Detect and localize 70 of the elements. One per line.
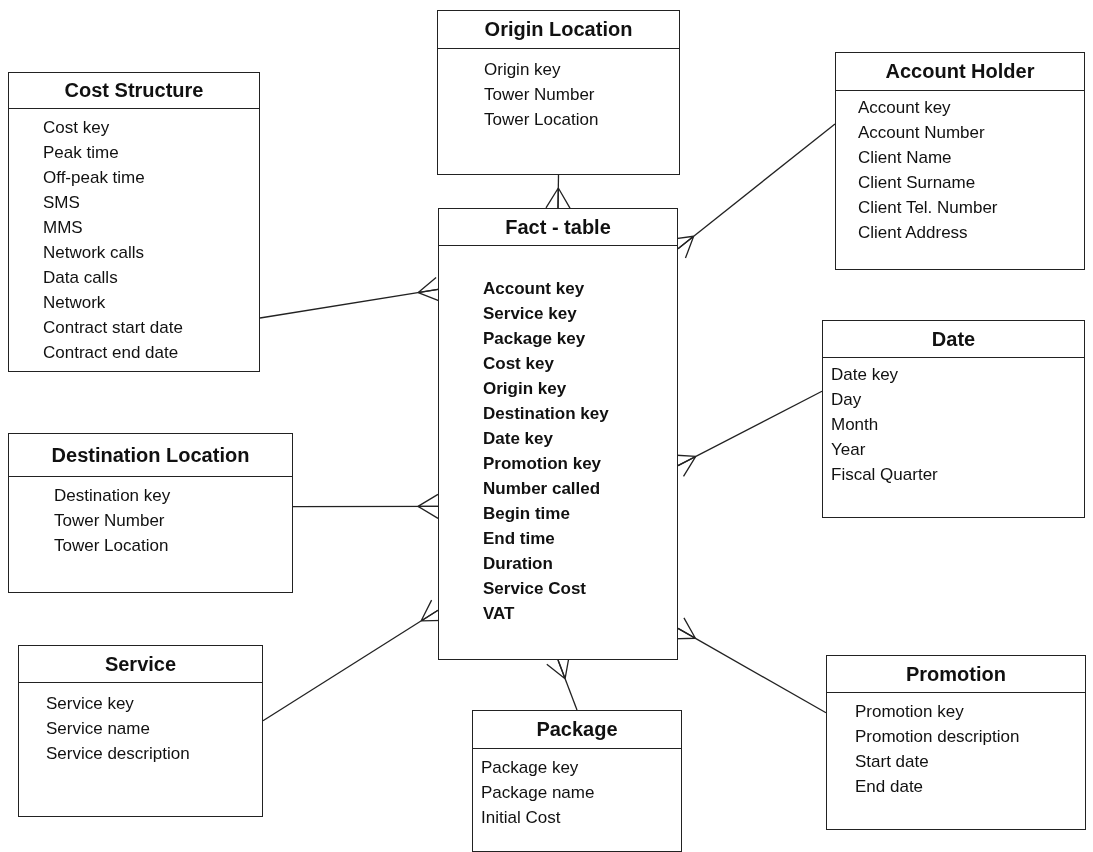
field-name: VAT <box>483 603 515 625</box>
field-name: End time <box>483 528 555 550</box>
field-name: Day <box>831 389 862 411</box>
table-title: Cost Structure <box>9 73 259 109</box>
entity-table <box>472 710 682 852</box>
table-title: Account Holder <box>836 53 1084 91</box>
field-name: Contract start date <box>43 317 183 339</box>
field-name: Date key <box>831 364 899 386</box>
field-name: Tower Location <box>54 535 169 557</box>
field-name: Number called <box>483 478 601 500</box>
field-name: Promotion key <box>855 701 964 723</box>
entity-table <box>835 52 1085 270</box>
field-name: Account key <box>483 278 585 300</box>
field-name: Client Address <box>858 222 968 244</box>
table-title: Package <box>473 711 681 749</box>
field-name: Peak time <box>43 142 119 164</box>
field-name: Destination key <box>54 485 171 507</box>
field-name: Year <box>831 439 866 461</box>
field-name: Start date <box>855 751 929 773</box>
field-name: Tower Number <box>484 84 595 106</box>
field-name: Account key <box>858 97 951 119</box>
field-name: SMS <box>43 192 80 214</box>
field-name: Tower Location <box>484 109 599 131</box>
field-name: End date <box>855 776 924 798</box>
field-name: Account Number <box>858 122 985 144</box>
table-title: Destination Location <box>9 434 292 477</box>
field-name: Package key <box>481 757 579 779</box>
relationship-line <box>292 493 439 519</box>
field-name: Date key <box>483 428 553 450</box>
field-name: Contract end date <box>43 342 179 364</box>
field-name: Package name <box>481 782 595 804</box>
field-name: Client Surname <box>858 172 976 194</box>
field-name: Service description <box>46 743 190 765</box>
field-name: Service Cost <box>483 578 586 600</box>
field-name: Origin key <box>484 59 561 81</box>
field-name: Fiscal Quarter <box>831 464 938 486</box>
field-name: Service key <box>46 693 134 715</box>
field-name: Cost key <box>43 117 110 139</box>
field-name: Month <box>831 414 879 436</box>
field-name: Cost key <box>483 353 554 375</box>
field-name: Client Tel. Number <box>858 197 998 219</box>
table-title: Service <box>19 646 262 683</box>
table-title: Promotion <box>827 656 1085 693</box>
field-name: Service name <box>46 718 150 740</box>
field-name: Destination key <box>483 403 609 425</box>
entity-table <box>18 645 263 817</box>
field-name: Promotion description <box>855 726 1020 748</box>
entity-table <box>826 655 1086 830</box>
field-name: Client Name <box>858 147 952 169</box>
table-title: Origin Location <box>438 11 679 49</box>
table-title: Date <box>823 321 1084 358</box>
field-name: Off-peak time <box>43 167 145 189</box>
entity-table <box>822 320 1085 518</box>
field-name: Service key <box>483 303 577 325</box>
field-name: Origin key <box>483 378 567 400</box>
field-name: Network <box>43 292 106 314</box>
entity-table <box>437 10 680 175</box>
field-name: Tower Number <box>54 510 165 532</box>
field-name: Begin time <box>483 503 570 525</box>
field-name: Package key <box>483 328 586 350</box>
field-name: Duration <box>483 553 553 575</box>
field-name: Promotion key <box>483 453 602 475</box>
field-name: Network calls <box>43 242 145 264</box>
field-name: MMS <box>43 217 83 239</box>
field-name: Initial Cost <box>481 807 561 829</box>
table-title: Fact - table <box>439 209 677 246</box>
entity-table <box>8 433 293 593</box>
entity-table <box>438 208 678 660</box>
entity-table <box>8 72 260 372</box>
field-name: Data calls <box>43 267 118 289</box>
